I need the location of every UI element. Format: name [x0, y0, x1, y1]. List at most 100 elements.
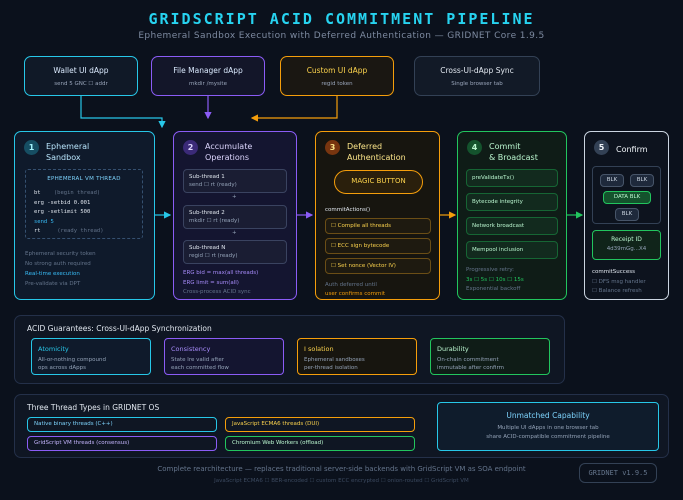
- stage-title-line2: Authentication: [347, 153, 406, 162]
- acid-item-desc: On-chain commitment: [437, 357, 499, 363]
- code-comment: (ready thread): [57, 228, 104, 234]
- note: 3s ☐ 5s ☐ 10s ☐ 15s: [466, 276, 524, 283]
- block: BLK: [630, 174, 654, 187]
- dapp-custom: Custom UI dApp regid token: [280, 56, 394, 96]
- block: BLK: [600, 174, 624, 187]
- code-line: erg -setbid 0.001: [34, 199, 91, 206]
- sub-thread-2: Sub-thread 2 mkdir ☐ rt (ready): [183, 205, 287, 229]
- acid-item-desc: Ephemeral sandboxes: [304, 357, 365, 363]
- capability-box: Unmatched Capability Multiple UI dApps i…: [437, 402, 659, 451]
- commit-step: Bytecode integrity: [466, 193, 558, 211]
- note: user confirms commit: [325, 291, 386, 297]
- acid-guarantees-panel: ACID Guarantees: Cross-UI-dApp Synchroni…: [14, 315, 565, 384]
- acid-atomicity: Atomicity All-or-nothing compound ops ac…: [31, 338, 151, 375]
- note: ☐ DFS msg handler: [592, 278, 646, 285]
- block: BLK: [615, 208, 639, 221]
- note: Pre-validate via DPT: [25, 281, 81, 287]
- dapp-command: mkdir /mysite: [189, 81, 227, 87]
- commit-success: commitSuccess: [592, 269, 635, 275]
- acid-item-desc: All-or-nothing compound: [38, 357, 106, 363]
- dapp-command: send 5 GNC ☐ addr: [54, 81, 108, 87]
- sub-thread-1: Sub-thread 1 send ☐ rt (ready): [183, 169, 287, 193]
- code-keyword: rt: [34, 228, 41, 234]
- commit-step-label: Bytecode integrity: [472, 199, 523, 205]
- code-line: bt (begin thread): [34, 189, 104, 199]
- acid-item-title: I solation: [304, 345, 334, 353]
- note: ☐ Balance refresh: [592, 288, 642, 294]
- receipt-id: 4d39mGg...X4: [606, 246, 647, 252]
- dapp-command: regid token: [321, 81, 353, 87]
- commit-step-label: Network broadcast: [472, 223, 524, 229]
- note: Real-time execution: [25, 271, 80, 277]
- commit-step-label: preValidateTx(): [472, 175, 515, 181]
- plus-sign: +: [232, 194, 237, 200]
- acid-item-title: Atomicity: [38, 345, 69, 353]
- magic-button[interactable]: MAGIC BUTTON: [334, 170, 423, 194]
- stage-title-line2: Sandbox: [46, 153, 81, 162]
- stage-title-line1: Commit: [489, 142, 521, 151]
- thread-type-javascript: JavaScript ECMA6 threads (DUI): [225, 417, 415, 432]
- acid-item-desc: per-thread isolation: [304, 365, 358, 371]
- commit-step-label: Mempool inclusion: [472, 247, 524, 253]
- capability-title: Unmatched Capability: [506, 411, 590, 420]
- auth-step-label: ☐ Compile all threads: [331, 223, 391, 229]
- commit-step: Mempool inclusion: [466, 241, 558, 259]
- receipt-label: Receipt ID: [611, 236, 642, 243]
- sub-thread-name: Sub-thread N: [189, 245, 226, 251]
- sub-thread-command: regid ☐ rt (ready): [189, 253, 238, 259]
- code-line: erg -setlimit 500: [34, 209, 91, 215]
- acid-item-desc: each committed flow: [171, 365, 229, 371]
- stage-title-line1: Ephemeral: [46, 142, 90, 151]
- page-title: GRIDSCRIPT ACID COMMITMENT PIPELINE: [148, 10, 535, 28]
- stage-number: 2: [183, 140, 198, 155]
- stage-title-line2: Operations: [205, 153, 249, 162]
- note: ERG limit = sum(all): [183, 279, 239, 286]
- stage-title-line1: Deferred: [347, 142, 383, 151]
- acid-item-desc: State lre valid after: [171, 357, 225, 363]
- sub-thread-command: mkdir ☐ rt (ready): [189, 218, 240, 224]
- footer-description: Complete rearchitecture — replaces tradi…: [157, 465, 526, 473]
- auth-step-label: ☐ Set nonce (Vector IV): [331, 263, 396, 269]
- vm-thread-box: EPHEMERAL VM THREAD bt (begin thread) er…: [25, 169, 143, 239]
- stage-title: Confirm: [616, 145, 648, 154]
- vm-thread-title: EPHEMERAL VM THREAD: [47, 176, 121, 182]
- acid-item-title: Consistency: [171, 345, 211, 353]
- version-badge: GRIDNET v1.9.5: [579, 463, 657, 483]
- thread-types-panel: Three Thread Types in GRIDNET OS Native …: [14, 394, 669, 458]
- stage-title-line2: & Broadcast: [489, 153, 538, 162]
- receipt-box: Receipt ID 4d39mGg...X4: [592, 230, 661, 260]
- acid-durability: Durability On-chain commitment immutable…: [430, 338, 550, 375]
- note: ERG bid = max(all threads): [183, 270, 259, 276]
- acid-item-desc: immutable after confirm: [437, 365, 505, 371]
- note: Auth deferred until: [325, 282, 377, 288]
- plus-sign: +: [232, 230, 237, 236]
- stage-number: 3: [325, 140, 340, 155]
- stage-commit-broadcast: 4 Commit & Broadcast preValidateTx() Byte…: [457, 131, 567, 300]
- commit-step: preValidateTx(): [466, 169, 558, 187]
- code-line: send 5: [34, 218, 54, 225]
- thread-types-title: Three Thread Types in GRIDNET OS: [27, 403, 160, 412]
- dapp-file-manager: File Manager dApp mkdir /mysite: [151, 56, 265, 96]
- stage-number: 5: [594, 140, 609, 155]
- commit-actions: commitActions(): [325, 207, 371, 213]
- stage-number: 4: [467, 140, 482, 155]
- auth-step-label: ☐ ECC sign bytecode: [331, 243, 390, 249]
- note: Ephemeral security token: [25, 251, 96, 257]
- dapp-title: Wallet UI dApp: [53, 66, 109, 75]
- acid-title: ACID Guarantees: Cross-UI-dApp Synchroni…: [27, 324, 212, 333]
- commit-step: Network broadcast: [466, 217, 558, 235]
- data-block: DATA BLK: [603, 191, 651, 204]
- stage-number: 1: [24, 140, 39, 155]
- acid-item-title: Durability: [437, 345, 469, 353]
- note: Progressive retry:: [466, 267, 515, 273]
- block-cluster: BLK BLK DATA BLK BLK: [592, 166, 661, 224]
- code-comment: (begin thread): [53, 190, 101, 196]
- code-line: rt (ready thread): [34, 227, 104, 237]
